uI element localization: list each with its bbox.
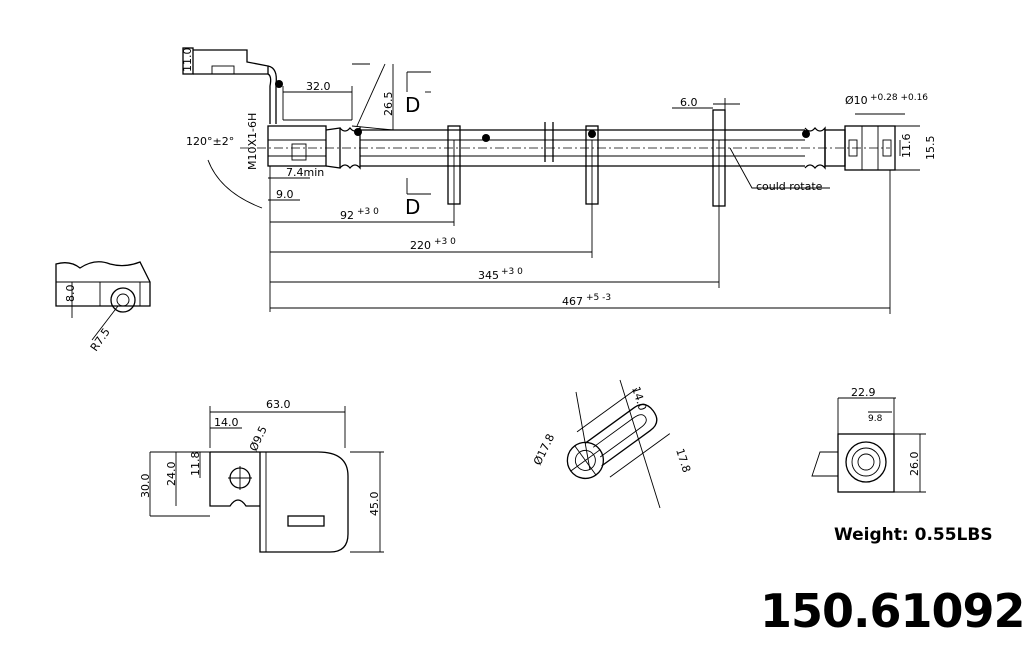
dim-9: 9.0 (276, 188, 294, 201)
dim-r7-5: R7.5 (88, 326, 113, 354)
right-dimensions: 6.0 Ø10 +0.28 +0.16 15.5 11.6 could rota… (672, 93, 937, 193)
section-marker-top: D (405, 71, 431, 117)
dim-thread: M10X1-6H (246, 113, 259, 170)
dim-32: 32.0 (306, 80, 331, 93)
dim-14-clip: 14.0 (629, 385, 649, 412)
dim-len345-tol: +3 0 (501, 267, 523, 277)
dim-diam9-5: Ø9.5 (247, 424, 270, 453)
dim-len220-tol: +3 0 (434, 237, 456, 247)
dim-angle: 120°±2° (186, 135, 234, 148)
part-number: 150.61092 (760, 584, 1024, 638)
dim-9-8: 9.8 (868, 414, 883, 424)
dim-11: 11.0 (181, 48, 194, 73)
hose-assembly (240, 109, 896, 207)
dim-len220: 220 (410, 239, 431, 252)
dim-11-6: 11.6 (900, 134, 913, 159)
clip-view (566, 388, 671, 480)
dim-8: 8.0 (64, 285, 77, 303)
dim-diam10: Ø10 (845, 94, 868, 107)
dim-6: 6.0 (680, 96, 698, 109)
dim-len467: 467 (562, 295, 583, 308)
dim-15-5: 15.5 (924, 136, 937, 161)
clip-dims: Ø17.8 14.0 17.8 (531, 379, 693, 509)
dim-63: 63.0 (266, 398, 291, 411)
section-d-bottom: D (405, 195, 420, 219)
dim-len92-tol: +3 0 (357, 207, 379, 217)
fitting-view: 22.9 9.8 26.0 (811, 386, 926, 493)
dim-14: 14.0 (214, 416, 239, 429)
dim-45: 45.0 (368, 492, 381, 517)
dim-diam10-tol: +0.28 +0.16 (870, 93, 928, 103)
dim-26: 26.0 (908, 452, 921, 477)
weight-label: Weight: 0.55LBS (834, 525, 993, 545)
dim-17-8: 17.8 (673, 447, 693, 474)
upper-bracket: 11.0 32.0 26.5 (181, 47, 395, 131)
dim-diam17-8: Ø17.8 (531, 432, 557, 467)
dim-26-5: 26.5 (382, 92, 395, 117)
dim-7-4: 7.4min (286, 166, 324, 179)
left-annotations: 120°±2° M10X1-6H 7.4min 9.0 (186, 113, 324, 209)
dim-30: 30.0 (139, 474, 152, 499)
dim-24: 24.0 (165, 462, 178, 487)
bracket-view: 63.0 14.0 Ø9.5 30.0 24.0 11.8 45.0 (139, 398, 384, 553)
dim-11-8: 11.8 (189, 452, 202, 477)
dim-len467-tol: +5 -3 (586, 293, 611, 303)
note-could-rotate: could rotate (756, 180, 823, 193)
clip-dot (275, 80, 283, 88)
dim-22-9: 22.9 (851, 386, 876, 399)
section-d-top: D (405, 93, 420, 117)
dim-len92: 92 (340, 209, 354, 222)
dim-len345: 345 (478, 269, 499, 282)
end-view-left: 8.0 R7.5 (55, 261, 151, 354)
section-marker-bottom: D (405, 178, 431, 219)
length-dimensions: 92 +3 0 220 +3 0 345 +3 0 467 +5 -3 (269, 166, 891, 314)
